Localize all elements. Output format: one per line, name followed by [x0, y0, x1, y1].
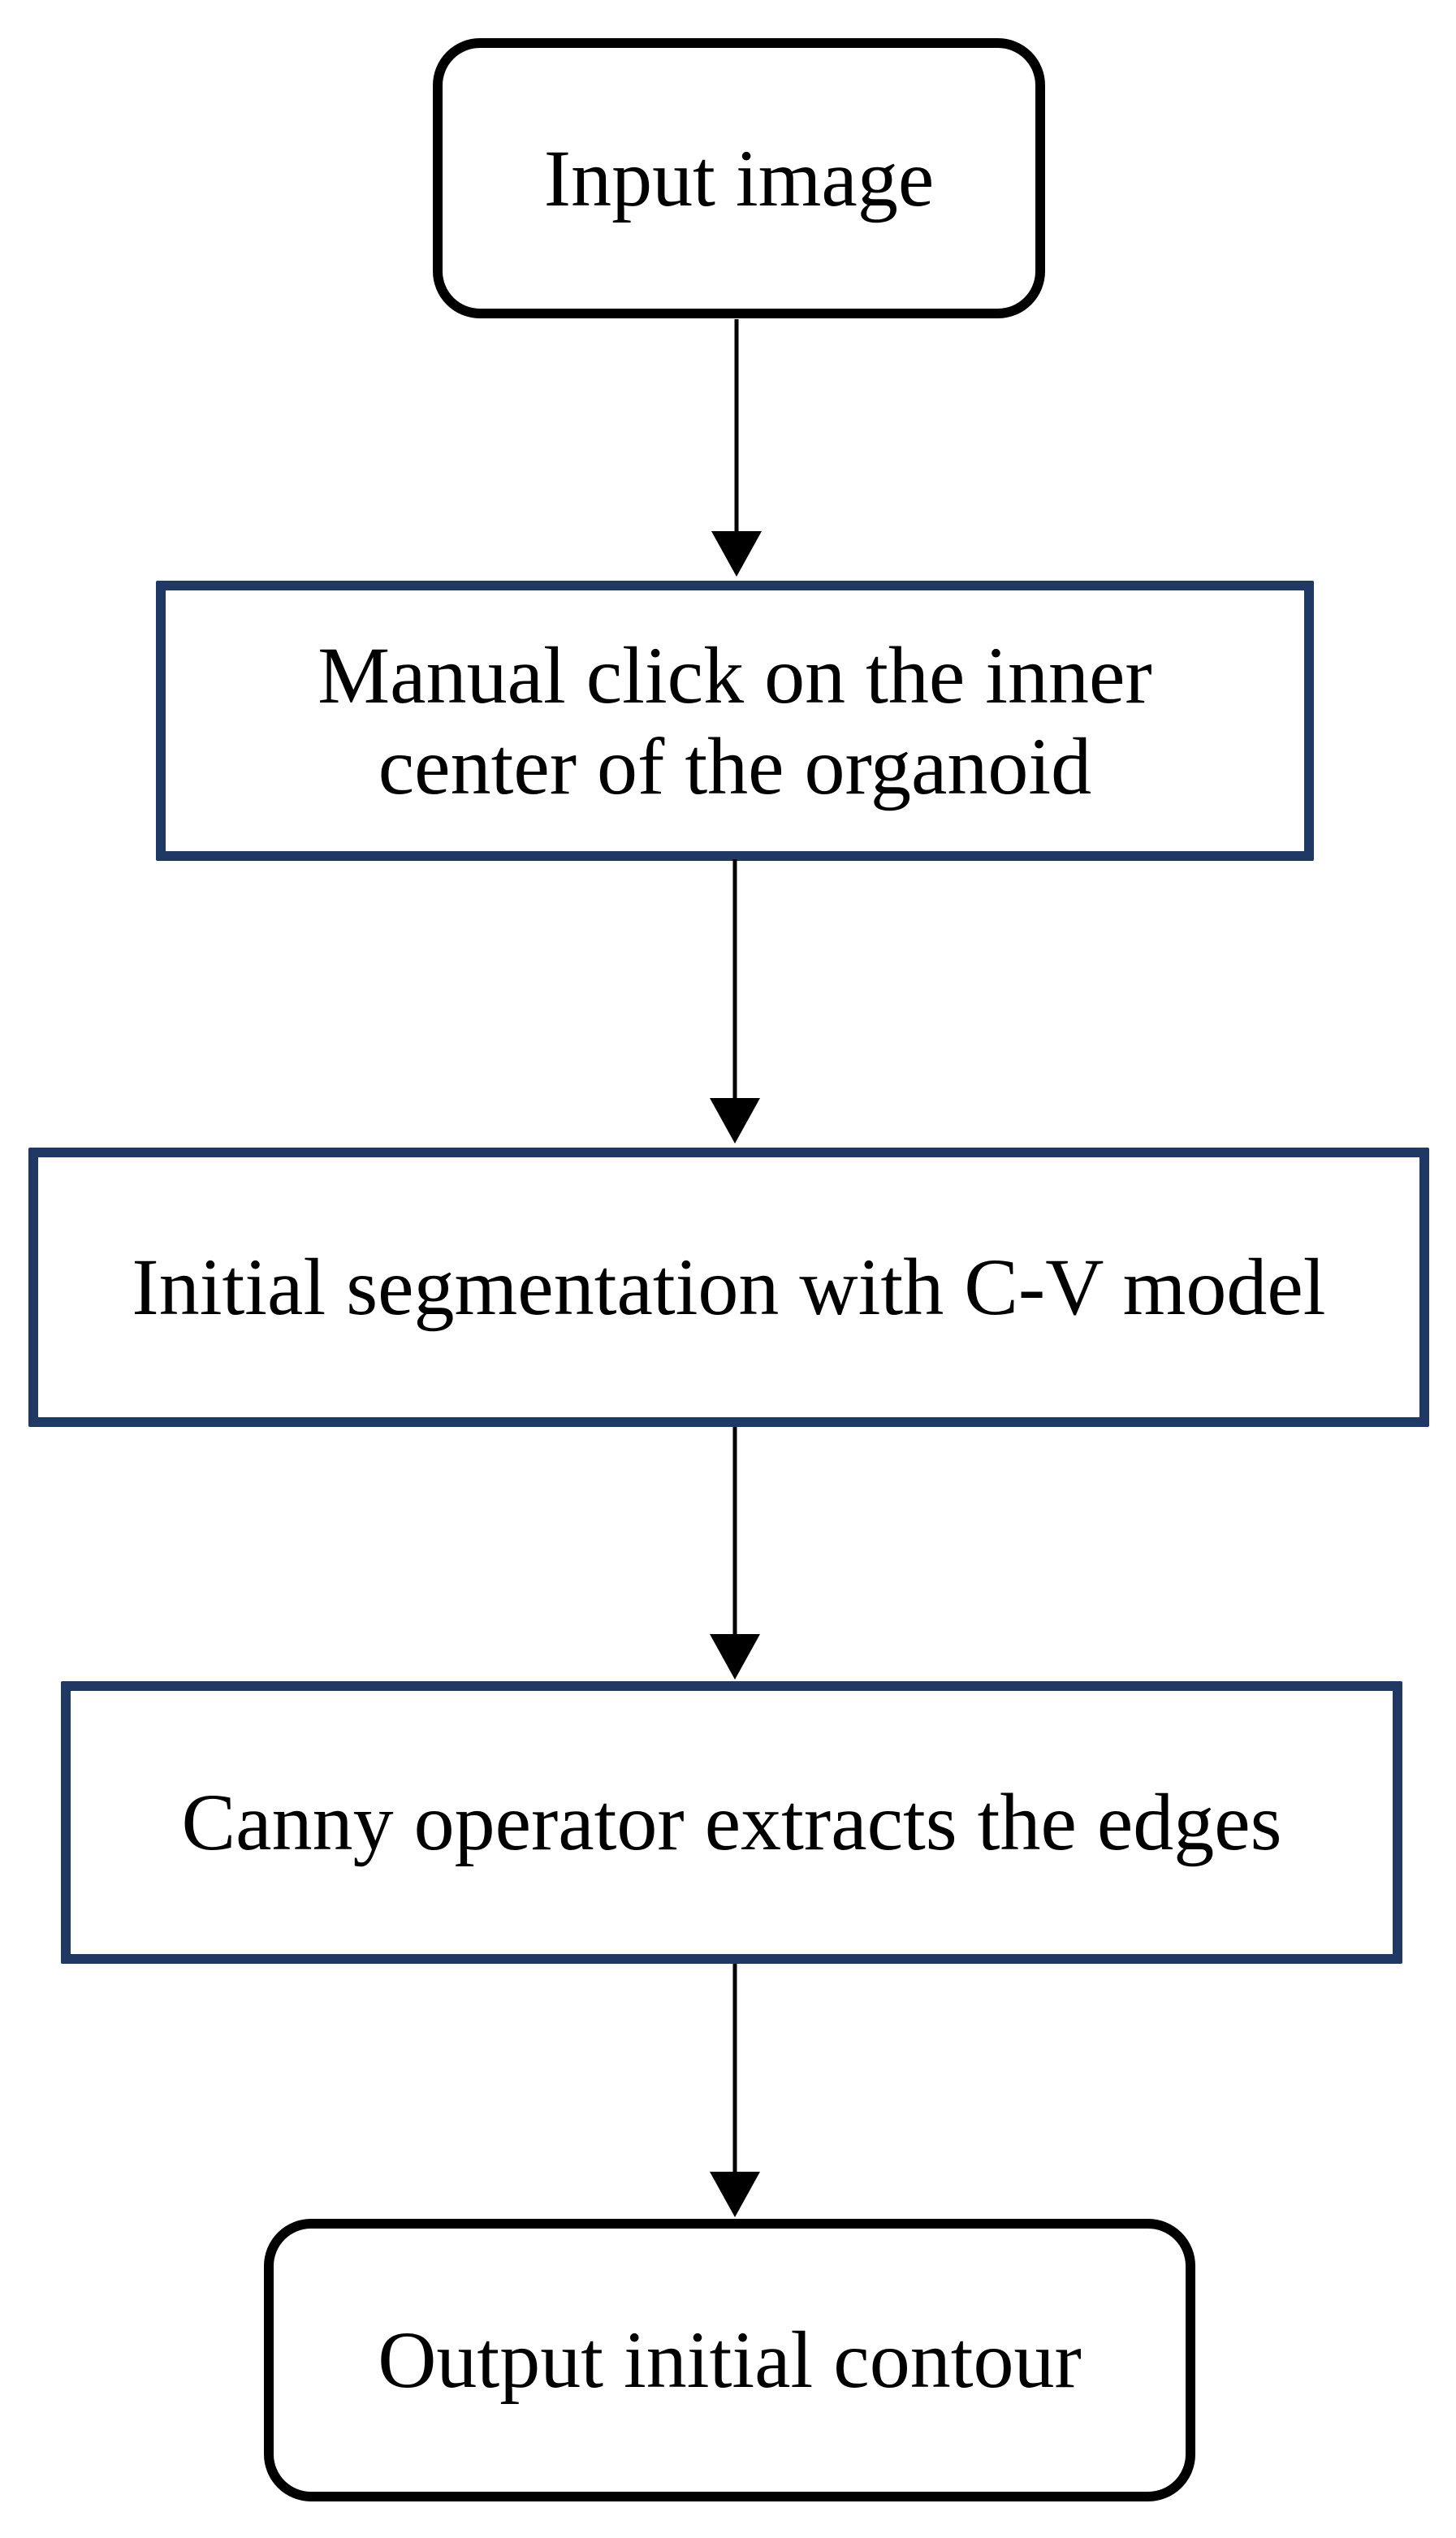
- flow-arrow-input-to-manual-click: [711, 319, 762, 577]
- arrow-shaft: [732, 1964, 737, 2175]
- flow-node-initial-segmentation: Initial segmentation with C-V model: [28, 1148, 1429, 1427]
- arrow-head-icon: [710, 2172, 760, 2217]
- arrow-shaft: [732, 859, 737, 1101]
- flow-node-input-image: Input image: [433, 38, 1045, 318]
- flow-node-output-initial-contour: Output initial contour: [264, 2219, 1195, 2501]
- flow-arrow-canny-to-output: [710, 1964, 760, 2217]
- flow-node-label: Initial segmentation with C-V model: [132, 1242, 1326, 1332]
- flow-node-label: Input image: [543, 132, 935, 223]
- flow-arrow-manual-click-to-segmentation: [710, 859, 760, 1144]
- flow-node-label: Manual click on the inner center of the …: [318, 629, 1152, 811]
- arrow-head-icon: [710, 1098, 760, 1144]
- arrow-shaft: [734, 319, 739, 534]
- arrow-shaft: [732, 1427, 737, 1637]
- flow-arrow-segmentation-to-canny: [710, 1427, 760, 1680]
- flow-node-canny-operator: Canny operator extracts the edges: [61, 1681, 1402, 1964]
- flow-node-manual-click: Manual click on the inner center of the …: [156, 581, 1314, 861]
- flow-node-label: Canny operator extracts the edges: [181, 1777, 1282, 1867]
- arrow-head-icon: [710, 1634, 760, 1680]
- arrow-head-icon: [711, 531, 762, 577]
- flow-node-label: Output initial contour: [378, 2315, 1082, 2405]
